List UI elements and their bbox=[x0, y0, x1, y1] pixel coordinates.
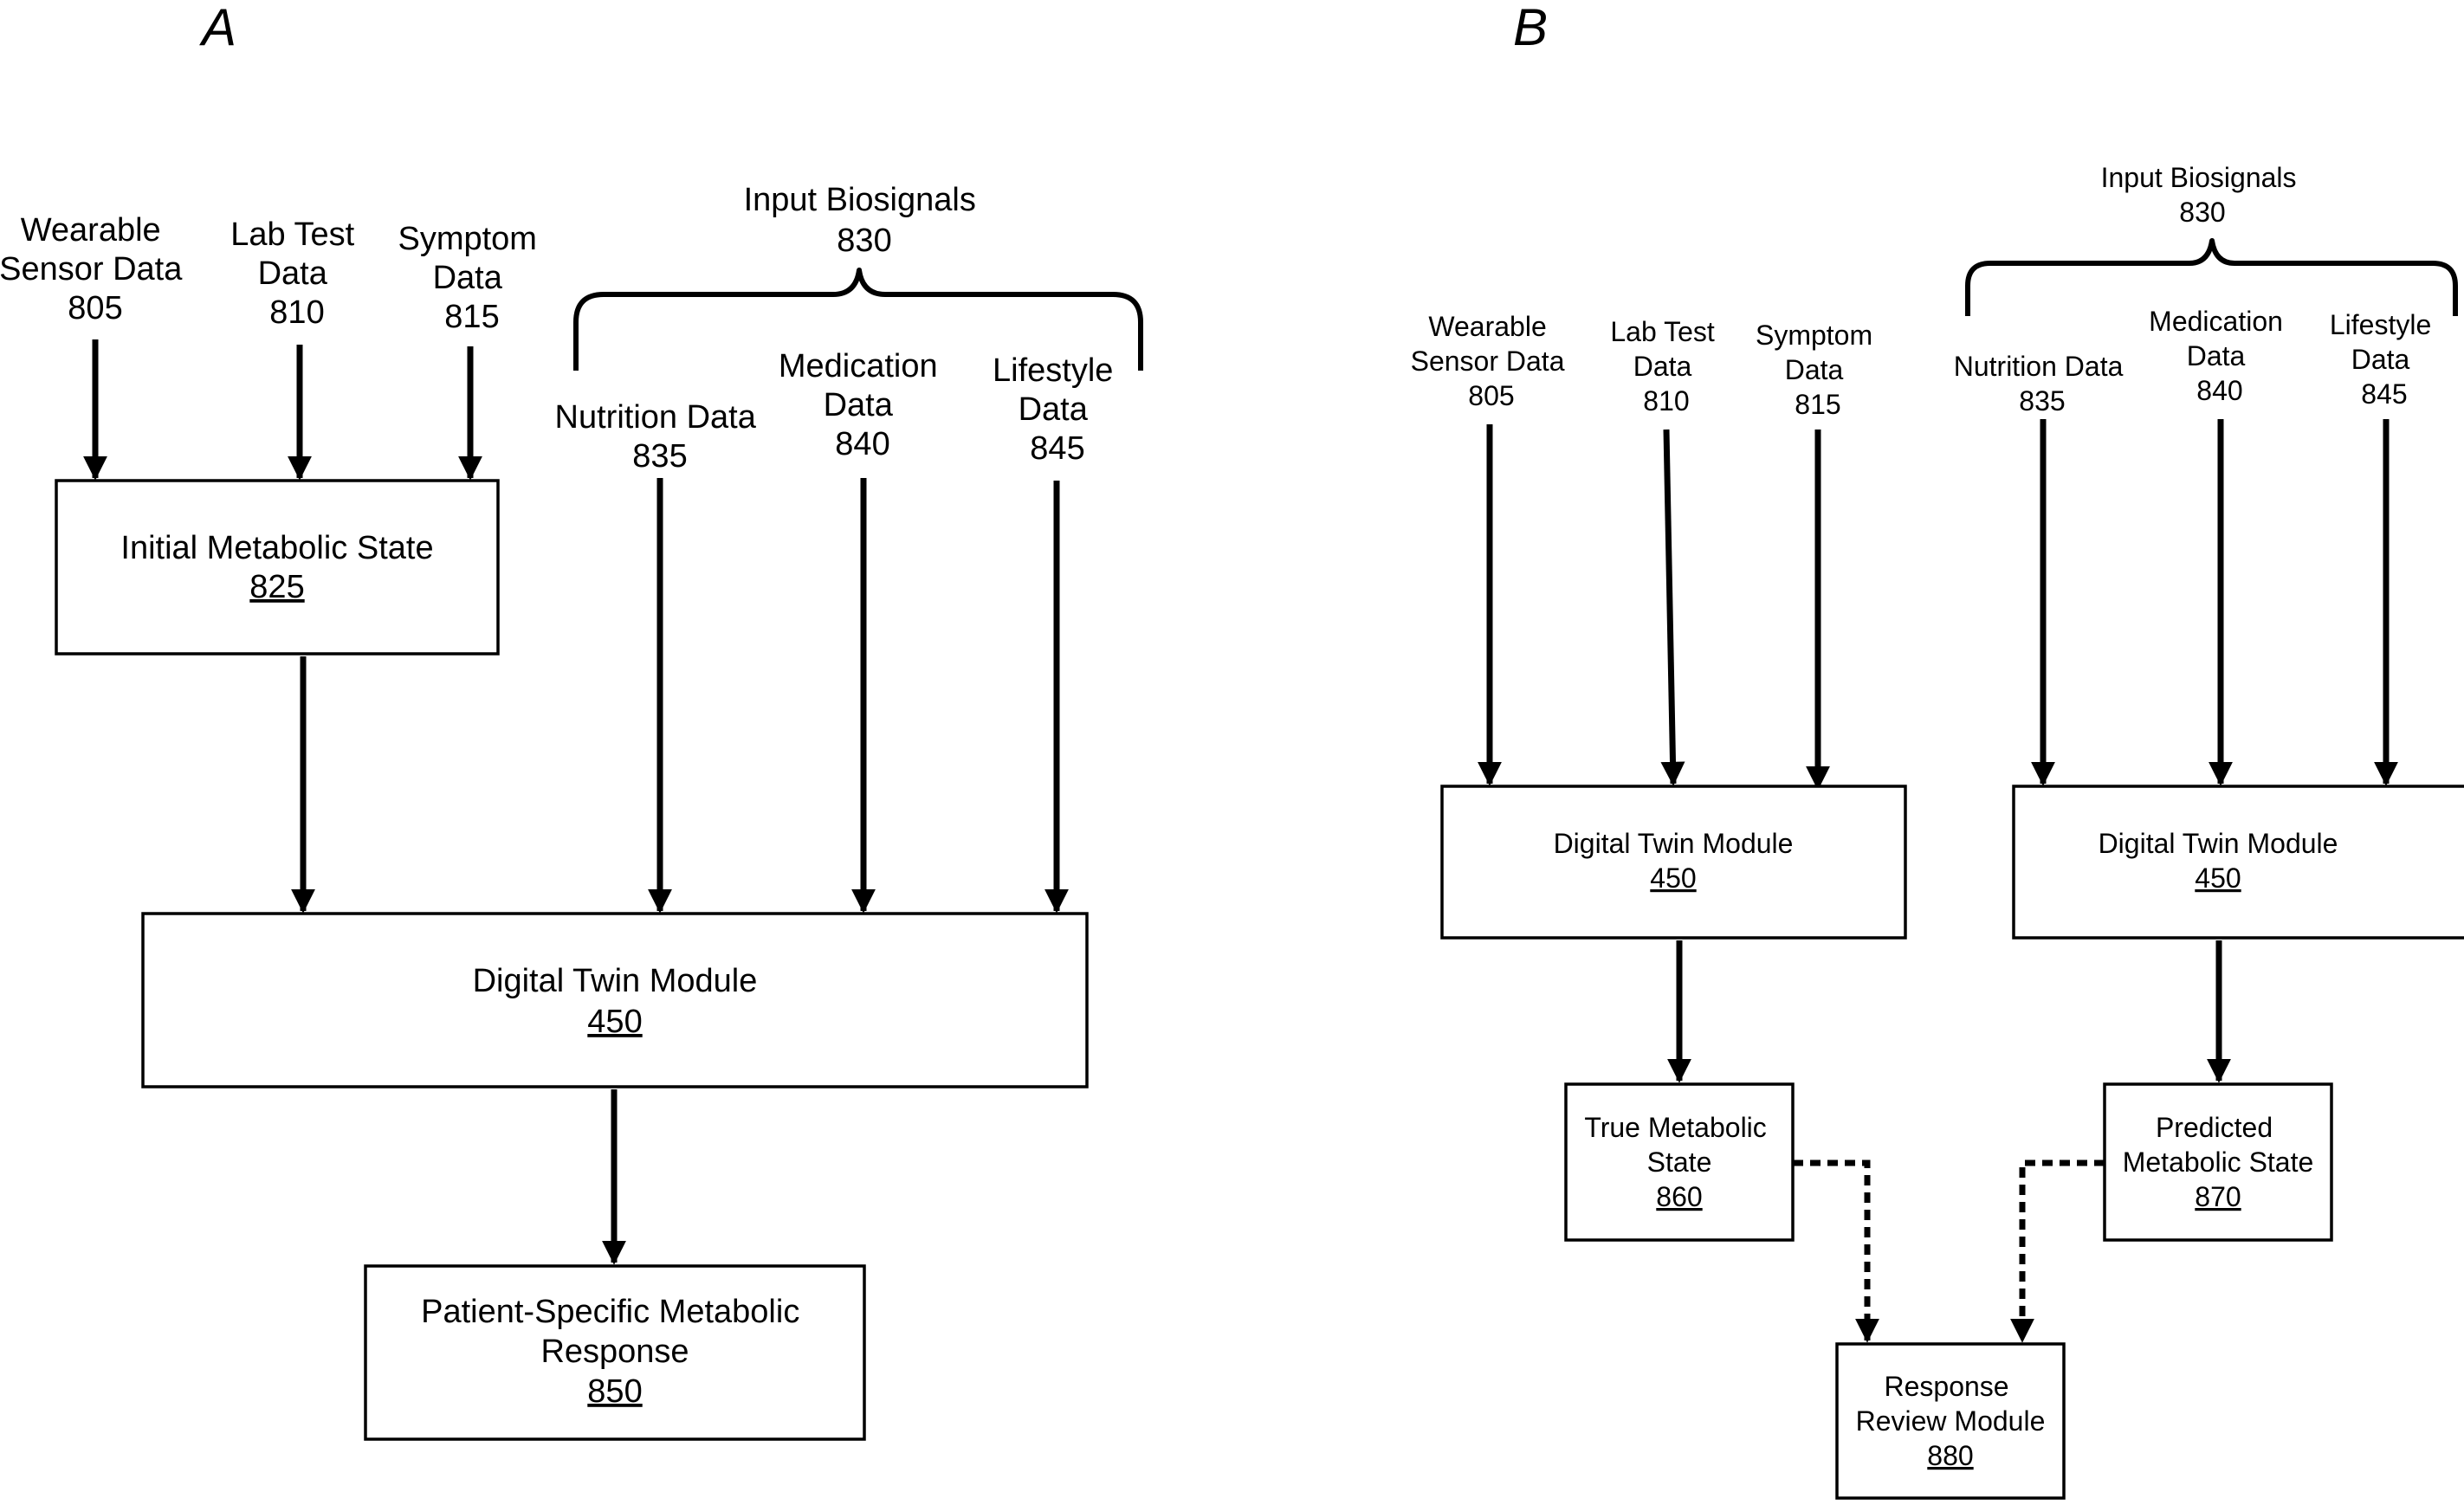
b-nutrition-data-label: Nutrition Data 835 bbox=[1954, 351, 2131, 417]
b-wearable-sensor-label: Wearable Sensor Data 805 bbox=[1411, 311, 1573, 411]
b-response-review-module-ref: 880 bbox=[1927, 1440, 1973, 1471]
b-digital-twin-left-title: Digital Twin Module bbox=[1554, 828, 1794, 859]
b-true-metabolic-state-ref: 860 bbox=[1656, 1181, 1702, 1212]
b-predicted-metabolic-state-ref: 870 bbox=[2195, 1181, 2241, 1212]
b-medication-data-label: Medication Data 840 bbox=[2149, 306, 2291, 406]
medication-data-label: Medication Data 840 bbox=[779, 348, 947, 462]
panel-b: B Wearable Sensor Data 805 Lab Test Data… bbox=[1411, 0, 2464, 1500]
wearable-sensor-label: Wearable Sensor Data 805 bbox=[0, 212, 191, 326]
b-predicted-metabolic-state-title: Predicted Metabolic State bbox=[2123, 1112, 2314, 1178]
biosignals-brace bbox=[573, 268, 1143, 371]
panel-a-label: A bbox=[199, 0, 236, 56]
symptom-label: Symptom Data 815 bbox=[398, 221, 546, 335]
b-digital-twin-right-title: Digital Twin Module bbox=[2099, 828, 2338, 859]
b-symptom-label: Symptom Data 815 bbox=[1756, 320, 1880, 420]
b-lifestyle-data-label: Lifestyle Data 845 bbox=[2330, 309, 2439, 410]
digital-twin-module-title: Digital Twin Module bbox=[473, 963, 758, 999]
patient-specific-response-ref: 850 bbox=[587, 1373, 642, 1410]
b-input-biosignals-label: Input Biosignals 830 bbox=[2101, 162, 2305, 228]
patient-specific-response-box bbox=[364, 1264, 866, 1441]
initial-metabolic-state-box bbox=[55, 479, 500, 656]
b-dashed-arrow-predicted-to-review bbox=[2010, 1159, 2105, 1343]
initial-metabolic-state-title: Initial Metabolic State bbox=[120, 530, 433, 566]
b-digital-twin-left-ref: 450 bbox=[1650, 862, 1696, 894]
b-response-review-module-box bbox=[1835, 1342, 2066, 1500]
input-biosignals-label: Input Biosignals 830 bbox=[744, 182, 986, 259]
b-dashed-arrow-true-to-review bbox=[1793, 1159, 1879, 1343]
b-response-review-module-title: Response Review Module bbox=[1856, 1371, 2046, 1437]
digital-twin-module-ref: 450 bbox=[587, 1004, 642, 1040]
b-biosignals-brace bbox=[1965, 238, 2458, 316]
b-digital-twin-right-box bbox=[2012, 785, 2464, 940]
lifestyle-data-label: Lifestyle Data 845 bbox=[993, 352, 1122, 467]
b-true-metabolic-state-box bbox=[1564, 1082, 1795, 1242]
panel-b-label: B bbox=[1513, 0, 1548, 56]
patient-specific-response-title: Patient-Specific Metabolic Response bbox=[421, 1294, 809, 1370]
b-digital-twin-right-ref: 450 bbox=[2195, 862, 2241, 894]
panel-a: A Wearable Sensor Data 805 Lab Test Data… bbox=[0, 0, 1143, 1441]
b-true-metabolic-state-title: True Metabolic State bbox=[1584, 1112, 1774, 1178]
b-predicted-metabolic-state-box bbox=[2103, 1082, 2333, 1242]
b-arrow-labtest-to-twin bbox=[1660, 429, 1685, 786]
b-digital-twin-left-box bbox=[1440, 785, 1907, 940]
nutrition-data-label: Nutrition Data 835 bbox=[555, 399, 766, 475]
lab-test-label: Lab Test Data 810 bbox=[230, 216, 364, 331]
digital-twin-module-box bbox=[141, 912, 1089, 1088]
b-lab-test-label: Lab Test Data 810 bbox=[1610, 316, 1722, 417]
initial-metabolic-state-ref: 825 bbox=[249, 569, 304, 605]
